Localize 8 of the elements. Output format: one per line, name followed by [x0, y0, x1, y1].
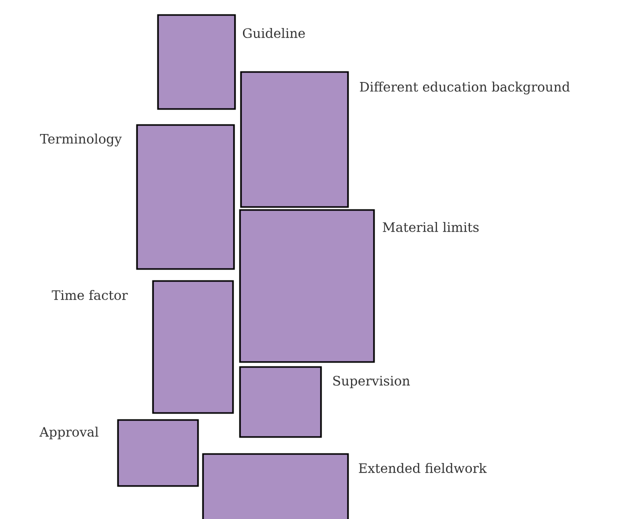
box-label: Approval — [39, 426, 98, 440]
box-label: Terminology — [40, 134, 122, 146]
box-label: Material limits — [382, 222, 479, 232]
box-label: Different education background — [360, 82, 570, 94]
box-label: Time factor — [52, 290, 128, 300]
box-label: Guideline — [242, 28, 305, 38]
box-label: Supervision — [333, 376, 410, 388]
box-label: Extended fieldwork — [358, 462, 487, 474]
